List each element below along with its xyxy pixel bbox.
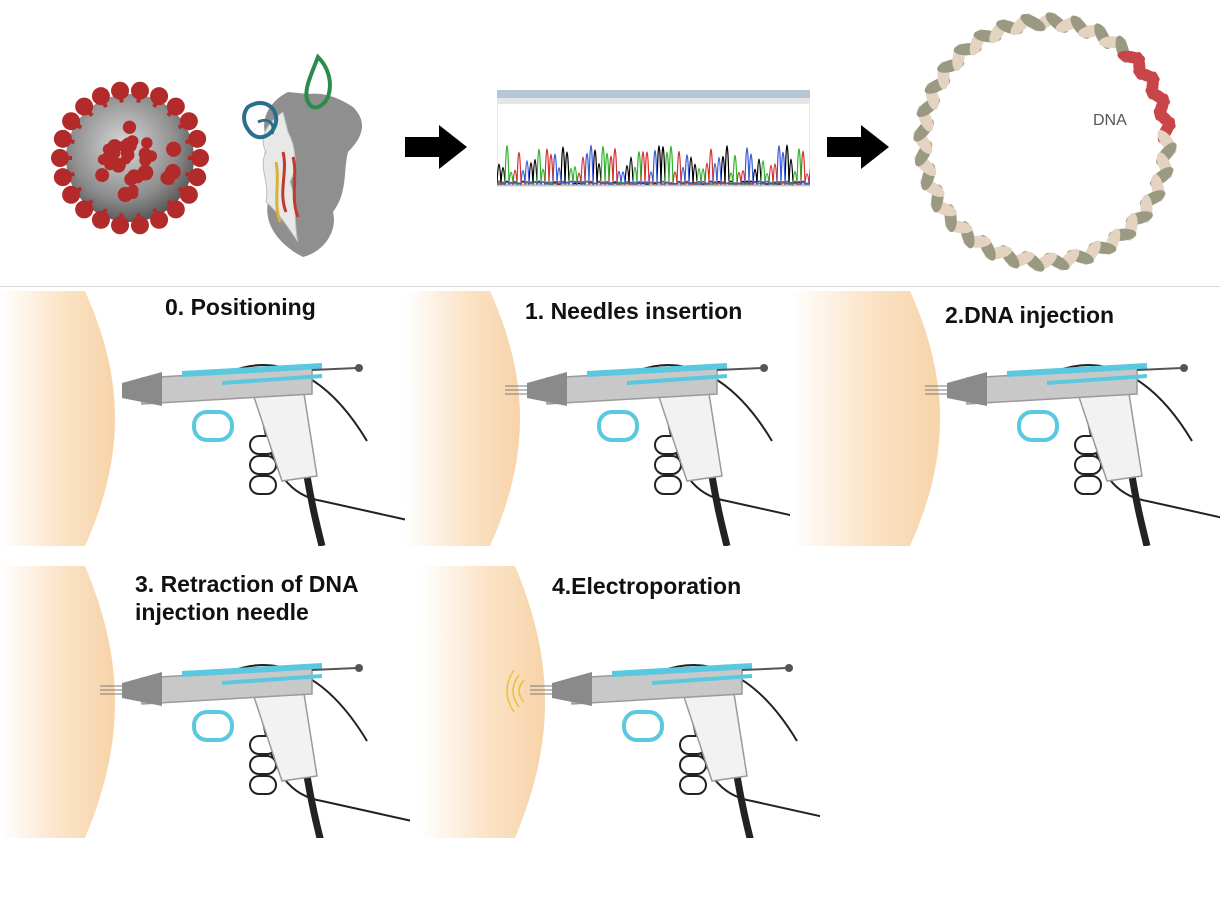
arrow-right-icon xyxy=(405,125,467,169)
plasmid-label: DNA xyxy=(1093,112,1127,129)
step-0-panel: 0. Positioning xyxy=(0,291,410,546)
section-divider xyxy=(0,286,1220,287)
step-3-panel: 3. Retraction of DNA injection needle xyxy=(0,566,410,838)
step-4-panel: 4.Electroporation xyxy=(420,566,820,838)
chromatogram-icon xyxy=(497,90,810,187)
spike-protein-icon xyxy=(242,53,363,257)
step-2-panel: 2.DNA injection xyxy=(790,291,1220,546)
step-title: 1. Needles insertion xyxy=(525,298,743,324)
plasmid-icon xyxy=(913,12,1177,272)
arrow-right-icon xyxy=(827,125,889,169)
step-title: 0. Positioning xyxy=(165,294,316,320)
coronavirus-icon xyxy=(51,81,209,235)
step-title: 2.DNA injection xyxy=(945,302,1115,328)
step-1-panel: 1. Needles insertion xyxy=(405,291,795,546)
step-title: 3. Retraction of DNA injection needle xyxy=(135,571,359,625)
step-title: 4.Electroporation xyxy=(552,573,742,599)
